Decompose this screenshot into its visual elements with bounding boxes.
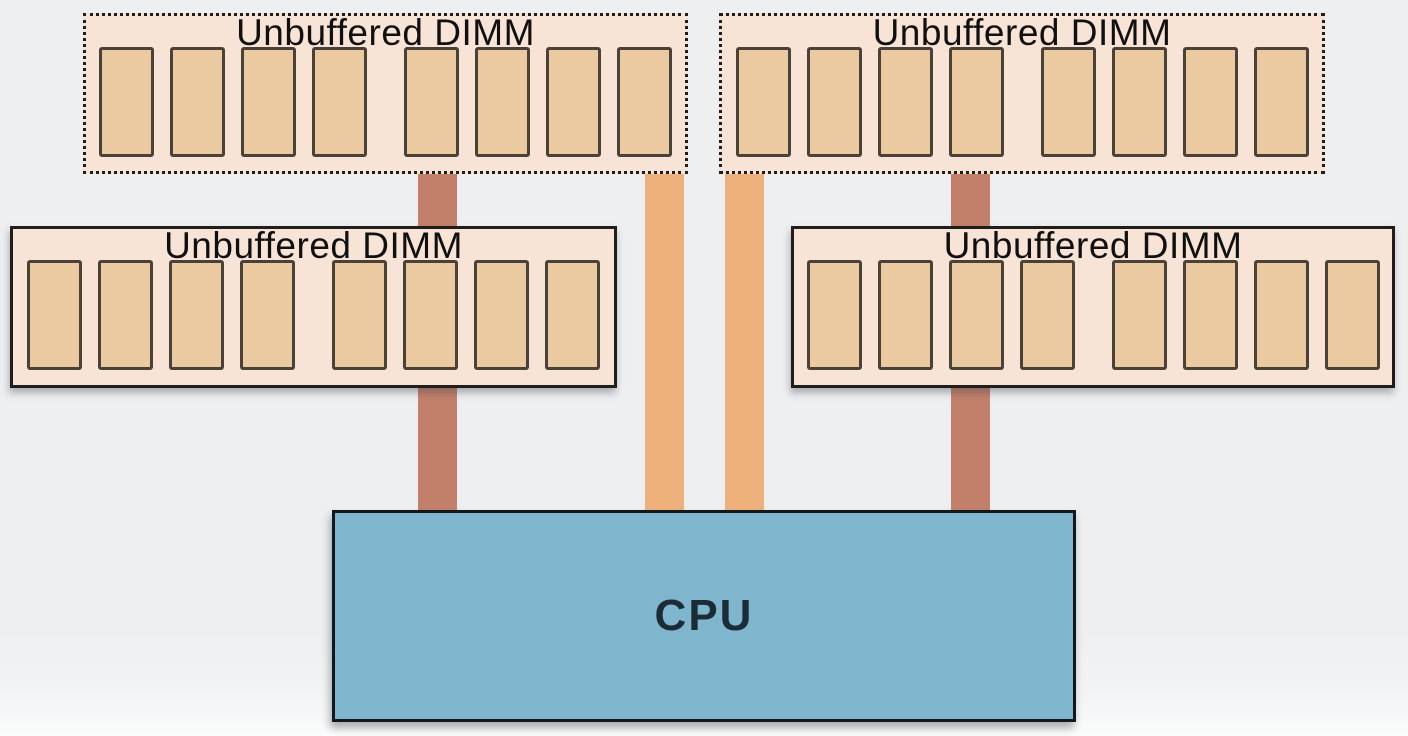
chip-row: [86, 47, 685, 157]
memory-chip: [1182, 47, 1238, 157]
memory-chip: [948, 260, 1004, 370]
memory-bus-orange-left: [645, 170, 684, 515]
memory-chip: [99, 47, 154, 157]
dimm-label: Unbuffered DIMM: [872, 12, 1172, 53]
chip-row: [13, 260, 614, 370]
chip-group: [1111, 260, 1380, 370]
memory-chip: [240, 260, 295, 370]
chip-group: [27, 260, 295, 370]
memory-chip: [1253, 47, 1309, 157]
memory-chip: [1040, 47, 1096, 157]
memory-chip: [1019, 260, 1075, 370]
memory-chip: [169, 260, 224, 370]
dimm-module-middle-right: Unbuffered DIMM: [791, 226, 1395, 388]
chip-row: [722, 47, 1322, 157]
dimm-module-top-left: Unbuffered DIMM: [83, 13, 688, 174]
memory-chip: [1111, 260, 1167, 370]
dimm-label: Unbuffered DIMM: [164, 225, 463, 266]
memory-chip: [241, 47, 296, 157]
chip-group: [332, 260, 600, 370]
chip-group: [735, 47, 1004, 157]
memory-chip: [545, 260, 600, 370]
memory-chip: [98, 260, 153, 370]
chip-group: [1040, 47, 1309, 157]
chip-group: [806, 260, 1075, 370]
memory-chip: [617, 47, 672, 157]
dimm-module-middle-left: Unbuffered DIMM: [10, 226, 617, 388]
dimm-label: Unbuffered DIMM: [236, 12, 535, 53]
memory-chip: [1111, 47, 1167, 157]
memory-chip: [806, 260, 862, 370]
memory-bus-orange-right: [725, 170, 764, 515]
memory-chip: [1324, 260, 1380, 370]
memory-chip: [877, 47, 933, 157]
cpu-block: CPU: [332, 510, 1076, 722]
memory-chip: [735, 47, 791, 157]
dimm-label: Unbuffered DIMM: [943, 225, 1243, 266]
memory-chip: [1253, 260, 1309, 370]
chip-group: [404, 47, 672, 157]
memory-chip: [170, 47, 225, 157]
memory-chip: [546, 47, 601, 157]
memory-chip: [806, 47, 862, 157]
memory-chip: [332, 260, 387, 370]
memory-chip: [948, 47, 1004, 157]
memory-chip: [1182, 260, 1238, 370]
memory-chip: [475, 47, 530, 157]
memory-chip: [27, 260, 82, 370]
memory-chip: [404, 47, 459, 157]
memory-chip: [474, 260, 529, 370]
memory-chip: [312, 47, 367, 157]
chip-row: [794, 260, 1392, 370]
memory-chip: [403, 260, 458, 370]
memory-chip: [877, 260, 933, 370]
dimm-module-top-right: Unbuffered DIMM: [719, 13, 1325, 174]
chip-group: [99, 47, 367, 157]
cpu-label: CPU: [654, 591, 754, 640]
